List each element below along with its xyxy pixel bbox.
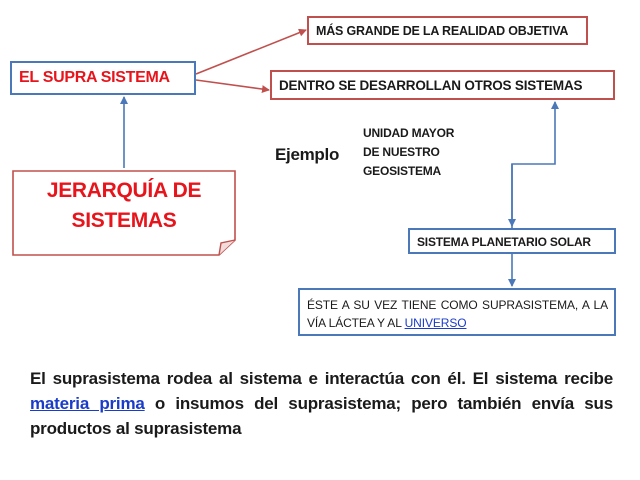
jerarquia-note-shape [12,170,236,256]
planetario-box: SISTEMA PLANETARIO SOLAR [408,228,616,254]
arrow-to-dentro [195,79,270,94]
materia-prima-link[interactable]: materia prima [30,394,145,413]
jerarquia-line2: SISTEMAS [71,209,177,232]
ejemplo-label: Ejemplo [275,145,340,164]
unidad-line2: DE NUESTRO [363,145,440,159]
mas-grande-box: MÁS GRANDE DE LA REALIDAD OBJETIVA [307,16,588,45]
este-box: ÉSTE A SU VEZ TIENE COMO SUPRASISTEMA, A… [298,288,616,336]
unidad-text: UNIDAD MAYOR DE NUESTRO GEOSISTEMA [363,124,493,181]
suprasistema-label: EL SUPRA SISTEMA [19,69,170,86]
planetario-label: SISTEMA PLANETARIO SOLAR [417,235,591,249]
este-text: ÉSTE A SU VEZ TIENE COMO SUPRASISTEMA, A… [307,298,608,330]
dentro-box: DENTRO SE DESARROLLAN OTROS SISTEMAS [270,70,615,100]
dentro-label: DENTRO SE DESARROLLAN OTROS SISTEMAS [279,78,583,93]
arrow-to-dentro-from-planetario [511,101,559,228]
universo-link[interactable]: UNIVERSO [404,316,467,330]
unidad-line3: GEOSISTEMA [363,164,442,178]
description-paragraph: El suprasistema rodea al sistema e inter… [30,366,613,441]
paragraph-part2: o insumos del suprasistema; pero también… [30,394,613,438]
jerarquia-line1: JERARQUÍA DE [46,179,202,202]
suprasistema-box: EL SUPRA SISTEMA [10,61,196,95]
unidad-line1: UNIDAD MAYOR [363,126,455,140]
mas-grande-label: MÁS GRANDE DE LA REALIDAD OBJETIVA [316,24,569,38]
paragraph-part1: El suprasistema rodea al sistema e inter… [30,369,613,388]
arrow-to-mas-grande [195,28,307,75]
jerarquia-title: JERARQUÍA DE SISTEMAS [12,176,236,236]
